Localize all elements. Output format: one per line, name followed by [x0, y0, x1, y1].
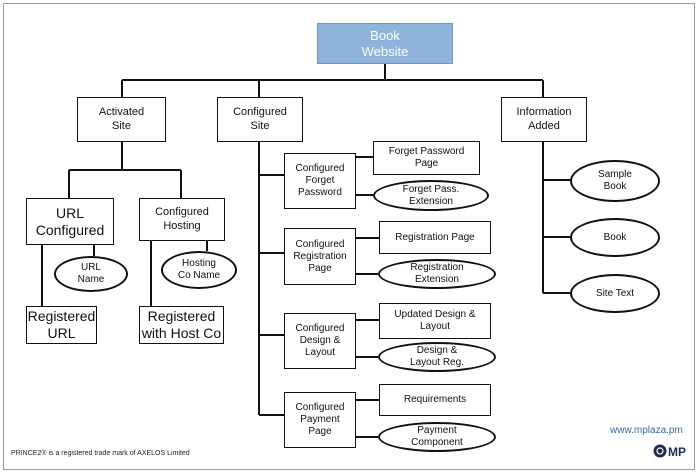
- node-forget-pass-extension: Forget Pass. Extension: [373, 180, 489, 211]
- trademark-notice: PRINCE2® is a registered trade mark of A…: [11, 450, 190, 457]
- node-url-name: URL Name: [54, 256, 128, 292]
- node-payment-component: Payment Component: [378, 422, 496, 452]
- node-book: Book: [570, 218, 660, 257]
- node-configured-forget-password: Configured Forget Password: [284, 153, 356, 209]
- node-registered-url: Registered URL: [26, 306, 97, 344]
- mplaza-logo: MP: [653, 444, 686, 459]
- root-node-book-website: Book Website: [317, 23, 453, 64]
- website-link[interactable]: www.mplaza.pm: [610, 425, 683, 436]
- node-registered-with-host-co: Registered with Host Co: [139, 306, 224, 344]
- logo-text: MP: [668, 445, 686, 459]
- node-forget-password-page: Forget Password Page: [373, 141, 480, 175]
- node-configured-payment-page: Configured Payment Page: [284, 392, 356, 448]
- node-hosting-co-name: Hosting Co Name: [161, 251, 237, 289]
- node-updated-design-layout: Updated Design & Layout: [379, 303, 491, 339]
- node-url-configured: URL Configured: [26, 198, 114, 245]
- node-configured-registration-page: Configured Registration Page: [284, 228, 356, 285]
- node-configured-design-layout: Configured Design & Layout: [284, 313, 356, 369]
- node-configured-site: Configured Site: [217, 97, 303, 142]
- node-registration-extension: Registration Extension: [378, 259, 496, 289]
- node-information-added: Information Added: [501, 97, 587, 142]
- node-requirements: Requirements: [379, 384, 491, 416]
- node-sample-book: Sample Book: [570, 160, 660, 202]
- node-configured-hosting: Configured Hosting: [139, 198, 225, 241]
- node-site-text: Site Text: [570, 274, 660, 313]
- node-registration-page: Registration Page: [379, 221, 491, 254]
- node-activated-site: Activated Site: [77, 97, 166, 142]
- node-design-layout-reg: Design & Layout Reg.: [378, 342, 496, 372]
